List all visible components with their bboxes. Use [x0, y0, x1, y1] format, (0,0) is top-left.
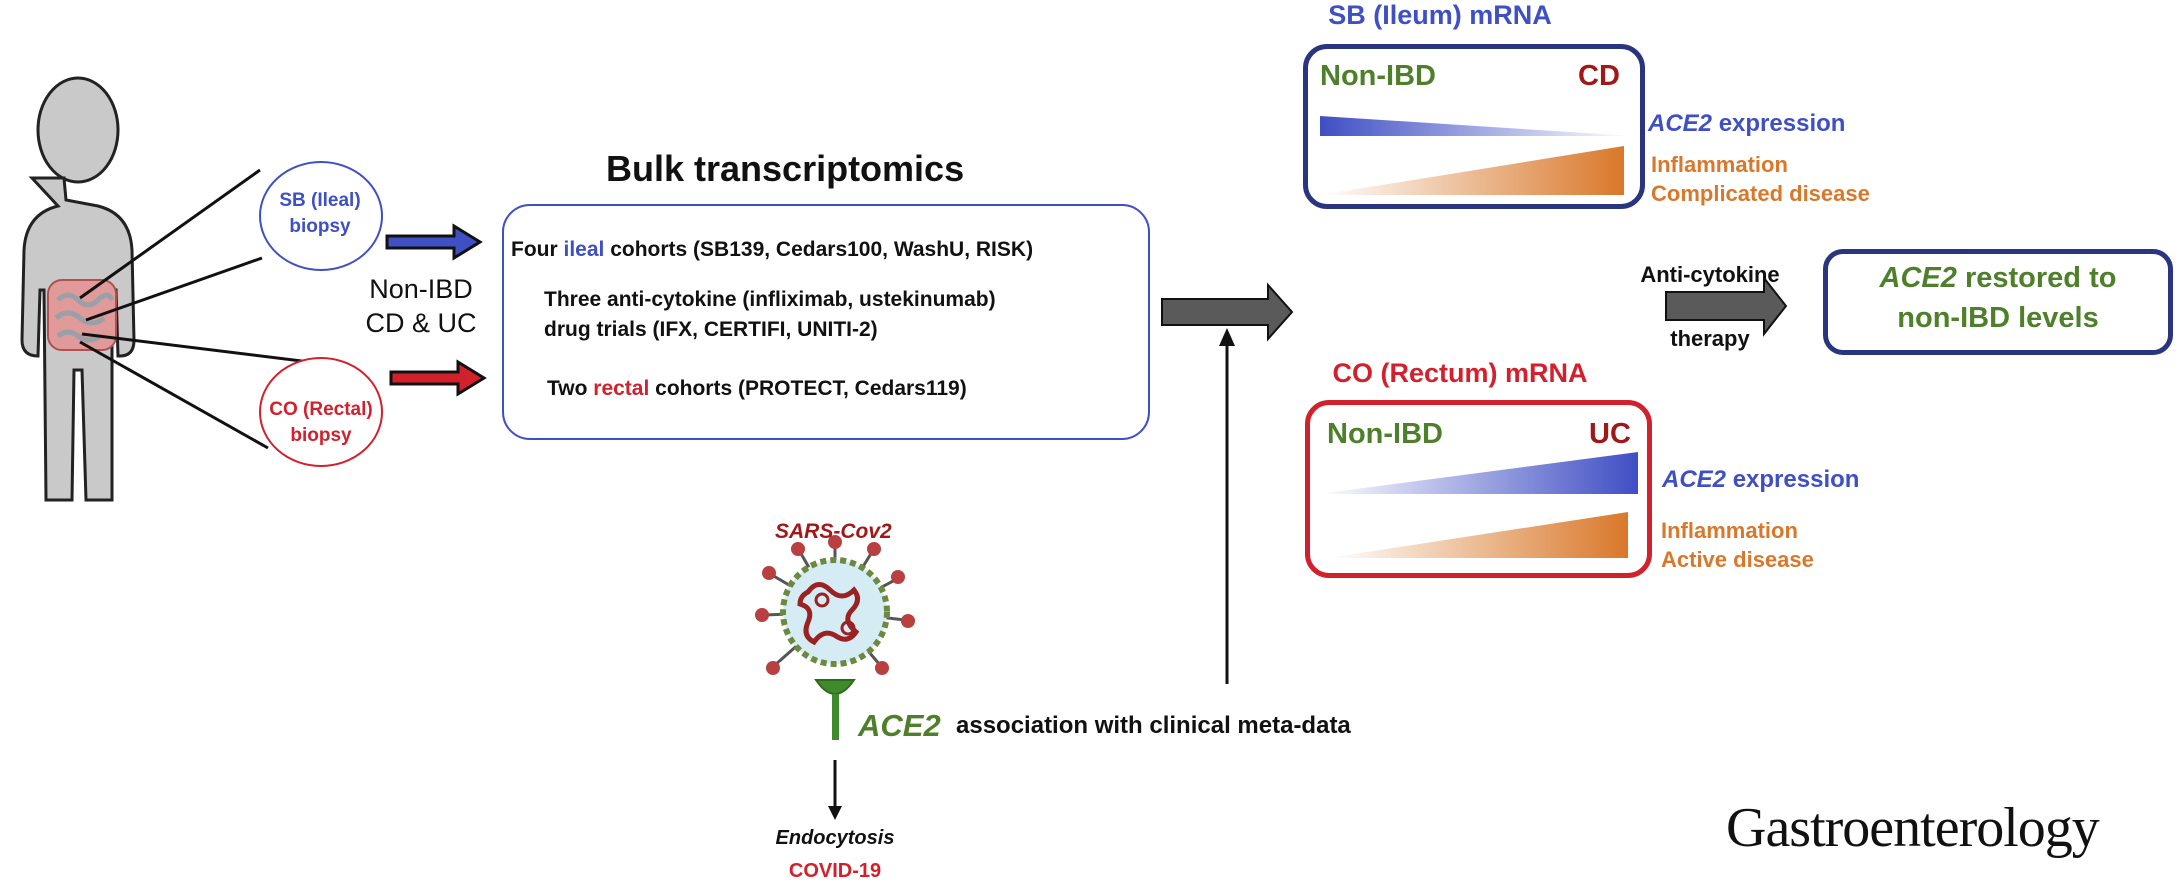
bulk-cohorts-box — [502, 204, 1150, 440]
sb-biopsy-label-line1: SB (Ileal) — [279, 190, 361, 211]
bulk-rectal-line: Two rectal cohorts (PROTECT, Cedars119) — [547, 377, 967, 400]
sars-cov2-virus-icon — [755, 535, 915, 675]
co-panel-box — [1305, 400, 1652, 578]
sb-panel-left-label: Non-IBD — [1320, 60, 1436, 92]
rectal-highlight: rectal — [593, 377, 650, 400]
therapy-label-line2: therapy — [1670, 326, 1750, 351]
co-biopsy-label-line1: CO (Rectal) — [269, 399, 373, 420]
ace2-restored-line2: non-IBD levels — [1897, 302, 2099, 334]
intestine-icon — [47, 279, 117, 351]
co-biopsy-label-line2: biopsy — [290, 425, 352, 446]
sb-panel-box — [1303, 44, 1645, 209]
blue-arrow-icon — [385, 223, 483, 261]
covid19-label: COVID-19 — [788, 860, 882, 882]
bulk-ileal-line: Four ileal cohorts (SB139, Cedars100, Wa… — [511, 238, 1034, 261]
down-arrow-icon — [828, 760, 842, 820]
co-inflammation-triangle — [1328, 512, 1628, 558]
cohort-groups-line2: CD & UC — [365, 308, 477, 338]
ace2-receptor-icon — [814, 679, 856, 740]
sars-cov2-label: SARS-Cov2 — [775, 520, 892, 543]
co-ace2-triangle — [1318, 452, 1638, 494]
gray-arrow-therapy-icon — [1665, 275, 1788, 337]
ace2-restored-line1: ACE2 restored to — [1879, 262, 2117, 294]
sb-biopsy-label-line2: biopsy — [289, 216, 351, 237]
gray-arrow-main-icon — [1161, 282, 1294, 342]
sb-biopsy-oval — [259, 161, 383, 271]
co-active-label: Active disease — [1661, 547, 1814, 572]
red-arrow-icon — [389, 359, 487, 397]
bulk-title: Bulk transcriptomics — [606, 148, 965, 189]
bulk-drug-line-a: Three anti-cytokine (infliximab, ustekin… — [544, 288, 996, 311]
co-biopsy-oval — [259, 357, 383, 467]
sb-ace2-triangle — [1320, 116, 1632, 136]
cohort-groups-line1: Non-IBD — [369, 274, 473, 304]
bulk-drug-line-b: drug trials (IFX, CERTIFI, UNITI-2) — [544, 318, 878, 341]
sb-complicated-label: Complicated disease — [1651, 181, 1870, 206]
co-ace2-expression-label: ACE2 expression — [1662, 466, 1860, 493]
sb-ace2-expression-label: ACE2 expression — [1648, 110, 1846, 137]
ileal-highlight: ileal — [563, 238, 605, 261]
co-inflammation-label: Inflammation — [1661, 518, 1798, 543]
sb-inflammation-label: Inflammation — [1651, 152, 1788, 177]
sb-inflammation-triangle — [1320, 146, 1624, 195]
therapy-label-line1: Anti-cytokine — [1640, 262, 1780, 287]
journal-logo: Gastroenterology — [1726, 797, 2100, 859]
association-label: association with clinical meta-data — [956, 712, 1351, 739]
sb-panel-right-label: CD — [1578, 60, 1620, 92]
co-panel-right-label: UC — [1589, 418, 1631, 450]
connector-lines — [79, 168, 335, 450]
co-panel-title: CO (Rectum) mRNA — [1332, 358, 1588, 388]
sb-panel-title: SB (Ileum) mRNA — [1328, 0, 1552, 30]
ace2-receptor-label: ACE2 — [858, 708, 941, 743]
ace2-restored-box — [1823, 249, 2173, 355]
endocytosis-label: Endocytosis — [775, 827, 895, 849]
co-panel-left-label: Non-IBD — [1327, 418, 1443, 450]
up-arrow-icon — [1219, 328, 1235, 684]
